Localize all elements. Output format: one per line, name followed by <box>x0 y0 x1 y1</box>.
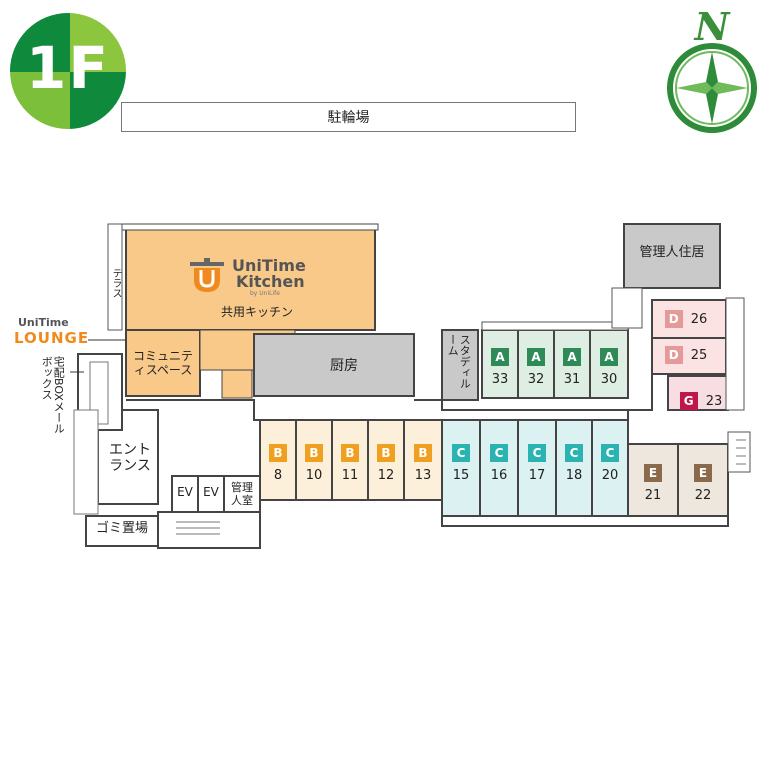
unit-20[interactable]: C 20 <box>592 442 628 483</box>
unit-type-badge: C <box>601 444 619 462</box>
unit-type-badge: C <box>452 444 470 462</box>
unit-21[interactable]: E 21 <box>628 462 678 503</box>
kitchen-logo-line1: UniTime <box>232 256 306 275</box>
unit-type-badge: C <box>528 444 546 462</box>
unit-type-badge: C <box>565 444 583 462</box>
north-label: N <box>694 4 730 49</box>
kitchen-logo-by: by UniLife <box>250 290 280 297</box>
unit-number: 25 <box>690 347 708 363</box>
manager-residence-label: 管理人住居 <box>639 245 705 260</box>
terrace-label: テラス <box>110 268 121 298</box>
entrance-text: エントランス <box>109 442 151 475</box>
unit-type-badge: D <box>664 346 683 364</box>
unit-number: 10 <box>305 468 323 483</box>
unit-type-badge: D <box>664 310 683 328</box>
unit-13[interactable]: B 13 <box>404 442 442 483</box>
unit-type-badge: A <box>527 348 545 366</box>
unit-number: 20 <box>601 468 619 483</box>
garbage-label: ゴミ置場 <box>95 521 148 536</box>
unitime-lounge-logo: UniTime LOUNGE <box>14 316 114 348</box>
pot-icon <box>190 258 224 292</box>
community-space-label: コミュニティスペース <box>130 349 196 378</box>
unit-23[interactable]: G 23 <box>676 392 726 410</box>
unit-type-badge: B <box>341 444 359 462</box>
unit-number: 23 <box>705 393 723 409</box>
ev-label-1: EV <box>177 485 193 499</box>
unit-26[interactable]: D 26 <box>656 310 716 328</box>
compass: N <box>666 4 758 133</box>
floor-label: 1F <box>26 34 110 102</box>
unit-type-badge: E <box>644 464 662 482</box>
unit-31[interactable]: A 31 <box>554 346 590 387</box>
unit-number: 31 <box>563 372 581 387</box>
shared-kitchen-label: 共用キッチン <box>220 305 293 319</box>
unit-18[interactable]: C 18 <box>556 442 592 483</box>
unit-33[interactable]: A 33 <box>482 346 518 387</box>
unit-number: 26 <box>690 311 708 327</box>
kitchen-logo-line2: Kitchen <box>236 272 305 291</box>
entrance-label: エントランス <box>104 442 156 474</box>
unit-12[interactable]: B 12 <box>368 442 404 483</box>
bicycle-parking: 駐輪場 <box>121 102 576 132</box>
unit-type-badge: C <box>490 444 508 462</box>
community-space-text: コミュニティスペース <box>132 349 193 377</box>
unit-type-badge: A <box>600 348 618 366</box>
compass-rose-icon <box>667 43 757 133</box>
unit-25[interactable]: D 25 <box>656 346 716 364</box>
unit-10[interactable]: B 10 <box>296 442 332 483</box>
unit-number: 12 <box>377 468 395 483</box>
unit-number: 21 <box>644 488 662 503</box>
chubou-label: 厨房 <box>330 358 358 374</box>
unit-type-badge: B <box>414 444 432 462</box>
unit-type-badge: A <box>491 348 509 366</box>
unit-type-badge: E <box>694 464 712 482</box>
floor-badge: 1F <box>8 12 130 130</box>
lounge-logo-line1: UniTime <box>18 316 69 329</box>
unit-number: 18 <box>565 468 583 483</box>
study-room-label: スタディルーム <box>446 334 472 389</box>
ev-label-2: EV <box>203 485 219 499</box>
manager-office-text: 管理人室 <box>231 481 253 507</box>
unit-11[interactable]: B 11 <box>332 442 368 483</box>
unit-number: 16 <box>490 468 508 483</box>
unit-number: 11 <box>341 468 359 483</box>
unit-type-badge: A <box>563 348 581 366</box>
unit-type-badge: B <box>305 444 323 462</box>
mailbox-label: 宅配BOXメールボックス <box>40 356 66 434</box>
unitime-kitchen-logo: UniTime Kitchen by UniLife <box>188 256 318 300</box>
unit-number: 13 <box>414 468 432 483</box>
unit-type-badge: B <box>377 444 395 462</box>
unit-17[interactable]: C 17 <box>518 442 556 483</box>
unit-number: 8 <box>273 468 283 483</box>
unit-15[interactable]: C 15 <box>442 442 480 483</box>
unit-number: 17 <box>528 468 546 483</box>
unit-type-badge: G <box>679 392 698 410</box>
lounge-logo-line2: LOUNGE <box>14 329 90 347</box>
unit-30[interactable]: A 30 <box>590 346 628 387</box>
unit-type-badge: B <box>269 444 287 462</box>
unit-number: 30 <box>600 372 618 387</box>
unit-32[interactable]: A 32 <box>518 346 554 387</box>
unit-number: 32 <box>527 372 545 387</box>
unit-22[interactable]: E 22 <box>678 462 728 503</box>
unit-number: 22 <box>694 488 712 503</box>
unit-number: 15 <box>452 468 470 483</box>
unit-number: 33 <box>491 372 509 387</box>
manager-office-label: 管理人室 <box>226 481 258 507</box>
unit-16[interactable]: C 16 <box>480 442 518 483</box>
